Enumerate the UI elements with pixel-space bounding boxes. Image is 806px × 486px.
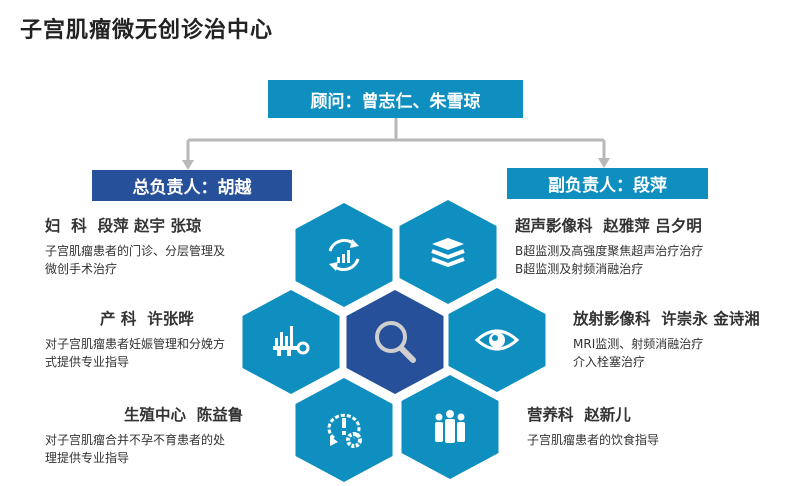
dept-head: 产 科 许张晔 [100, 310, 194, 328]
dept-head: 妇 科 段萍 赵宇 张琼 [45, 217, 202, 235]
page-title: 子宫肌瘤微无创诊治中心 [20, 18, 274, 43]
dept-radiology: 放射影像科 许崇永 金诗湘 MRI监测、射频消融治疗 介入栓塞治疗 [573, 307, 760, 371]
hexagon-tile [242, 290, 340, 394]
advisor-box: 顾问：曾志仁、朱雪琼 [268, 80, 523, 118]
dept-head: 超声影像科 赵雅萍 吕夕明 [515, 217, 702, 235]
dept-reproductive: 生殖中心 陈益鲁 对子宫肌瘤合并不孕不育患者的处 理提供专业指导 [45, 403, 243, 467]
dept-gynecology: 妇 科 段萍 赵宇 张琼 子宫肌瘤患者的门诊、分层管理及 微创手术治疗 [45, 214, 225, 278]
dept-obstetrics: 产 科 许张晔 对子宫肌瘤患者妊娠管理和分娩方 式提供专业指导 [45, 307, 225, 371]
arrow-left-icon [182, 160, 194, 170]
connector-lines [186, 118, 606, 162]
hexagon-shape [346, 290, 444, 394]
dept-desc-line: 介入栓塞治疗 [573, 355, 646, 369]
dept-desc-line: 对子宫肌瘤患者妊娠管理和分娩方 [45, 337, 226, 351]
dept-desc-line: 子宫肌瘤患者的饮食指导 [527, 433, 660, 447]
dept-head: 放射影像科 许崇永 金诗湘 [573, 310, 760, 328]
alert-gear-icon [327, 413, 362, 448]
hexagon-tile [346, 290, 444, 394]
layers-icon [431, 238, 465, 268]
dept-desc-line: 理提供专业指导 [45, 451, 130, 465]
dept-desc-line: 式提供专业指导 [45, 355, 130, 369]
hexagon-tile [295, 378, 393, 482]
hexagon-tile [295, 203, 393, 307]
hexagon-tile [401, 375, 499, 479]
dept-desc-line: B超监测及射频消融治疗 [515, 262, 644, 276]
hexagon-shape [399, 200, 497, 304]
dept-nutrition: 营养科 赵新儿 子宫肌瘤患者的饮食指导 [527, 403, 659, 449]
dept-desc-line: 微创手术治疗 [45, 262, 118, 276]
magnifier-icon [375, 321, 416, 363]
dept-head: 生殖中心 陈益鲁 [124, 406, 244, 424]
dept-desc-line: 对子宫肌瘤合并不孕不育患者的处 [45, 433, 226, 447]
dept-ultrasound: 超声影像科 赵雅萍 吕夕明 B超监测及高强度聚焦超声治疗治疗 B超监测及射频消融… [515, 214, 703, 278]
dept-desc-line: B超监测及高强度聚焦超声治疗治疗 [515, 244, 704, 258]
deputy-box: 副负责人：段萍 [507, 168, 708, 199]
arrow-right-icon [598, 158, 610, 168]
dept-desc-line: 子宫肌瘤患者的门诊、分层管理及 [45, 244, 226, 258]
chief-box: 总负责人：胡越 [92, 170, 292, 201]
chart-key-icon [273, 326, 310, 356]
hexagon-shape [295, 378, 393, 482]
team-icon [435, 410, 465, 443]
hexagon-tile [399, 200, 497, 304]
refresh-chart-icon [328, 239, 360, 271]
dept-desc-line: MRI监测、射频消融治疗 [573, 337, 704, 351]
hexagon-tile [448, 288, 546, 392]
dept-head: 营养科 赵新儿 [527, 406, 631, 424]
eye-icon [474, 329, 520, 351]
